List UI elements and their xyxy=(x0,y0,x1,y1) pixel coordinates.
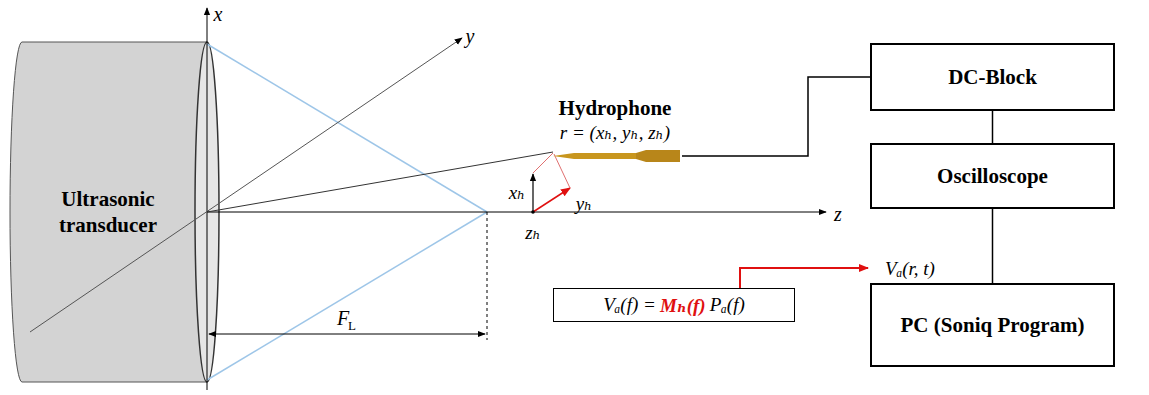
equation-term: Pₐ(f) xyxy=(710,294,745,316)
z-axis xyxy=(207,212,826,213)
yh-component xyxy=(533,188,570,212)
dimension-label: xₕ xyxy=(509,183,526,202)
beam-edge xyxy=(207,44,487,212)
signal-cable xyxy=(992,209,994,283)
hydrophone-body xyxy=(540,146,690,166)
signal-cable xyxy=(992,111,994,143)
dimension-label: zₕ xyxy=(525,223,541,242)
signal-cable xyxy=(682,77,870,156)
axis-label: y xyxy=(466,26,475,46)
transducer-label-box: Ultrasonic transducer xyxy=(28,170,188,254)
node-text: Hydrophone xyxy=(559,96,672,121)
node-text: DC-Block xyxy=(948,65,1037,90)
position-vector xyxy=(207,152,553,212)
signal-arrow xyxy=(740,268,868,288)
zh-point xyxy=(531,210,535,214)
y-axis xyxy=(30,38,462,332)
dimension-label: F xyxy=(337,308,349,328)
xh-component xyxy=(532,174,533,212)
x-axis xyxy=(207,8,208,390)
hydrophone-needle xyxy=(574,153,636,159)
signal-label: Vₐ(r, t) xyxy=(885,259,935,278)
node-text: r = (xₕ, yₕ, zₕ) xyxy=(560,121,670,144)
equation-term: Mₕ(f) xyxy=(660,294,706,317)
dimension-label: yₕ xyxy=(576,194,593,213)
hydrophone-tip xyxy=(553,153,574,159)
projection-line xyxy=(533,153,553,173)
projection-line xyxy=(554,154,570,188)
transducer-body xyxy=(10,42,207,382)
node-text: Oscilloscope xyxy=(937,164,1048,189)
hydrophone-handle xyxy=(636,150,680,162)
node-text: Ultrasonic transducer xyxy=(28,186,188,239)
beam-edge xyxy=(207,212,487,380)
axis-label: x xyxy=(214,4,223,24)
equation-term: Vₐ(f) = xyxy=(603,294,656,316)
focal-length-dimension xyxy=(209,334,485,335)
focal-dashed-line xyxy=(487,212,488,340)
process-box: DC-Block xyxy=(870,43,1115,111)
node-text: PC (Soniq Program) xyxy=(901,313,1085,338)
dimension-label: L xyxy=(348,319,356,332)
axis-label: z xyxy=(834,204,842,224)
process-box: PC (Soniq Program) xyxy=(870,283,1115,367)
process-box: Oscilloscope xyxy=(870,143,1115,209)
equation-box: Vₐ(f) =Mₕ(f)Pₐ(f) xyxy=(553,288,795,322)
hydrophone: Hydrophoner = (xₕ, yₕ, zₕ) xyxy=(540,96,690,166)
